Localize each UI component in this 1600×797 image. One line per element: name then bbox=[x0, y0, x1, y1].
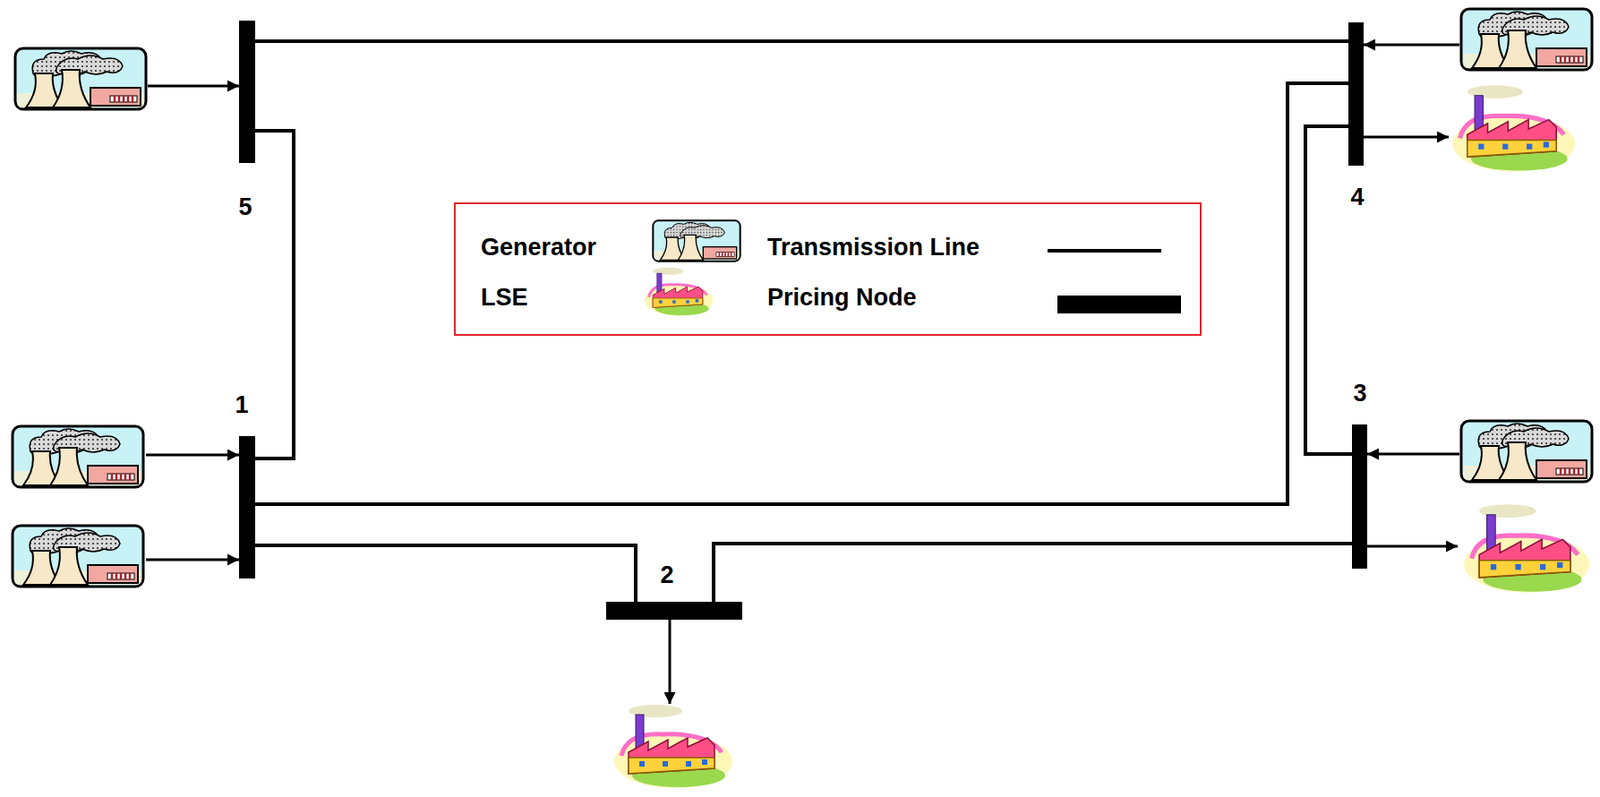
legend-frame bbox=[454, 203, 1201, 335]
legend-label: Pricing Node bbox=[767, 285, 917, 310]
generator-icon bbox=[12, 426, 144, 488]
generator-icon bbox=[1461, 8, 1592, 70]
withdrawal-arrow bbox=[668, 619, 672, 704]
lse-icon bbox=[644, 267, 714, 317]
node-number: 2 bbox=[659, 563, 674, 588]
withdrawal-arrow bbox=[1367, 545, 1458, 548]
withdrawal-arrow bbox=[1363, 136, 1449, 139]
node-number: 1 bbox=[234, 393, 249, 418]
injection-arrow bbox=[1363, 43, 1460, 47]
node-number: 3 bbox=[1352, 381, 1367, 406]
pricing-node: 4 bbox=[1348, 22, 1364, 166]
injection-arrow bbox=[145, 453, 240, 457]
node-number: 5 bbox=[238, 195, 252, 220]
lse-icon bbox=[1452, 85, 1575, 172]
line-sample bbox=[1047, 248, 1162, 253]
lse-icon bbox=[1463, 504, 1590, 593]
pricing-node: 5 bbox=[239, 20, 256, 163]
lse-icon bbox=[614, 704, 733, 788]
pricing-node: 3 bbox=[1351, 424, 1368, 569]
generator-icon bbox=[652, 220, 740, 261]
legend-label: Generator bbox=[480, 235, 597, 260]
node-number: 4 bbox=[1350, 185, 1364, 210]
legend-label: Transmission Line bbox=[767, 235, 980, 260]
transmission-line bbox=[255, 545, 636, 602]
generator-icon bbox=[15, 48, 146, 110]
transmission-line bbox=[255, 83, 1349, 505]
generator-icon bbox=[12, 525, 144, 587]
pricing-node: 1 bbox=[239, 436, 256, 579]
injection-arrow bbox=[1367, 453, 1460, 456]
node-sample bbox=[1057, 295, 1181, 314]
generator-icon bbox=[1461, 420, 1592, 482]
pricing-node: 2 bbox=[606, 601, 743, 620]
injection-arrow bbox=[145, 558, 240, 562]
transmission-line bbox=[255, 39, 1349, 43]
legend-label: LSE bbox=[480, 285, 529, 310]
transmission-line bbox=[255, 130, 294, 459]
injection-arrow bbox=[147, 85, 240, 88]
transmission-line bbox=[713, 543, 1352, 602]
transmission-line bbox=[1305, 126, 1352, 454]
